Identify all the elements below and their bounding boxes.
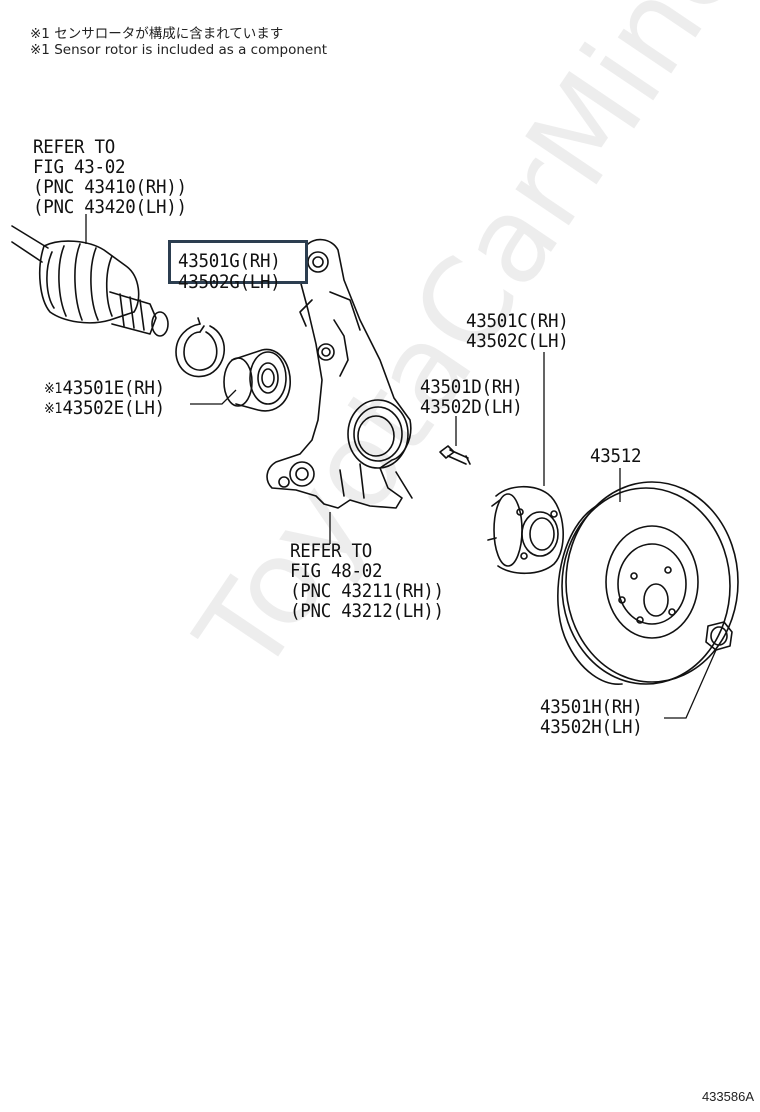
label-43502e-lh-text: 43502E(LH) [62, 397, 165, 419]
label-refer-shaft-2: FIG 43-02 [33, 156, 126, 178]
note-mark: ※1 [44, 401, 63, 417]
note-english: ※1 Sensor rotor is included as a compone… [30, 42, 328, 58]
label-43502g-lh[interactable]: 43502G(LH) [178, 271, 281, 293]
label-43501h-rh[interactable]: 43501H(RH) [540, 696, 643, 718]
label-refer-knuckle-3[interactable]: (PNC 43211(RH)) [290, 580, 444, 602]
figure-code: 433586A [701, 1089, 754, 1104]
label-43502h-lh[interactable]: 43502H(LH) [540, 716, 643, 738]
label-43502e-lh[interactable]: ※143502E(LH) [44, 398, 165, 419]
hub-bolt [439, 445, 471, 465]
brake-disc [557, 481, 739, 685]
label-43501e-rh[interactable]: ※143501E(RH) [44, 378, 165, 399]
label-43502d-lh[interactable]: 43502D(LH) [420, 396, 523, 418]
label-43502c-lh[interactable]: 43502C(LH) [466, 330, 569, 352]
hub-nut [705, 621, 733, 651]
selected-part-highlight [168, 240, 308, 284]
axle-hub [487, 485, 564, 575]
note-mark: ※1 [44, 381, 63, 397]
wheel-bearing [223, 348, 291, 412]
label-refer-shaft-3[interactable]: (PNC 43410(RH)) [33, 176, 187, 198]
label-refer-knuckle-1: REFER TO [290, 540, 372, 562]
drive-shaft [11, 225, 169, 337]
label-refer-knuckle-4[interactable]: (PNC 43212(LH)) [290, 600, 444, 622]
leader-lines [85, 214, 717, 719]
note-japanese: ※1 センサロータが構成に含まれています [30, 26, 284, 42]
label-43501e-rh-text: 43501E(RH) [62, 377, 165, 399]
label-43501g-rh[interactable]: 43501G(RH) [178, 250, 281, 272]
label-43501c-rh[interactable]: 43501C(RH) [466, 310, 569, 332]
label-refer-knuckle-2: FIG 48-02 [290, 560, 383, 582]
steering-knuckle [266, 238, 413, 509]
snap-ring [175, 317, 225, 378]
label-refer-shaft-4[interactable]: (PNC 43420(LH)) [33, 196, 187, 218]
label-refer-shaft-1: REFER TO [33, 136, 115, 158]
label-43512[interactable]: 43512 [590, 445, 642, 467]
label-43501d-rh[interactable]: 43501D(RH) [420, 376, 523, 398]
